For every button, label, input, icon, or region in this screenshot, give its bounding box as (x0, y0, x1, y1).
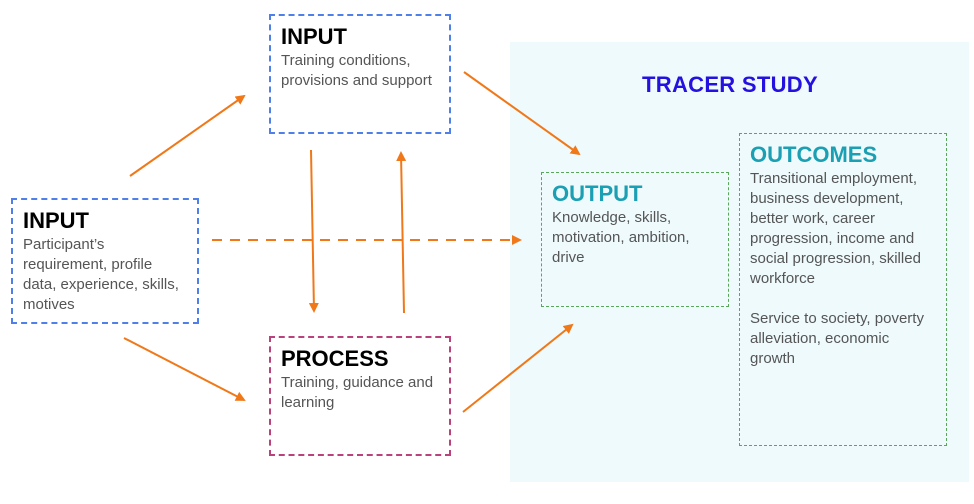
outcomes-text-secondary: Service to society, poverty alleviation,… (750, 310, 924, 367)
outcomes-body: Transitional employment, business develo… (750, 169, 936, 369)
process-body: Training, guidance and learning (281, 374, 434, 411)
input-left-body: Participant’s requirement, profile data,… (23, 236, 179, 313)
input-box-left: INPUT Participant’s requirement, profile… (11, 198, 199, 324)
input-top-body: Training conditions, provisions and supp… (281, 52, 432, 89)
arrow-input-left-to-process (123, 337, 246, 401)
output-body: Knowledge, skills, motivation, ambition,… (552, 209, 690, 266)
outcomes-box: OUTCOMES Transitional employment, busine… (739, 133, 947, 446)
arrow-process-to-input-top (396, 151, 407, 314)
outcomes-title: OUTCOMES (750, 142, 878, 167)
arrow-input-top-to-process (308, 149, 319, 313)
process-title: PROCESS (281, 346, 389, 371)
input-left-title: INPUT (23, 208, 89, 233)
arrow-input-left-to-input-top (129, 94, 246, 177)
input-box-top: INPUT Training conditions, provisions an… (269, 14, 451, 134)
output-title: OUTPUT (552, 181, 643, 206)
output-box: OUTPUT Knowledge, skills, motivation, am… (541, 172, 729, 307)
input-top-title: INPUT (281, 24, 347, 49)
process-box: PROCESS Training, guidance and learning (269, 336, 451, 456)
tracer-study-title: TRACER STUDY (642, 72, 818, 97)
outcomes-text-primary: Transitional employment, business develo… (750, 170, 921, 287)
